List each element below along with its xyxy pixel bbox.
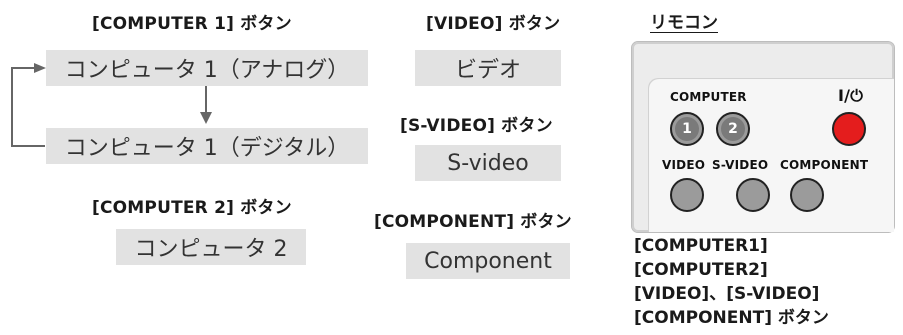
computer2-header: [COMPUTER 2] ボタン xyxy=(92,198,292,218)
remote-button-labels: [COMPUTER1] [COMPUTER2] [VIDEO]、[S-VIDEO… xyxy=(634,234,829,330)
svideo-box: S-video xyxy=(415,145,561,181)
down-arrowhead xyxy=(200,112,212,124)
component-label: COMPONENT xyxy=(780,158,869,172)
computer1-header: [COMPUTER 1] ボタン xyxy=(92,14,292,34)
label-line-2: [COMPUTER2] xyxy=(634,260,768,280)
label-line-3: [VIDEO]、[S-VIDEO] xyxy=(634,284,820,304)
analog-box: コンピュータ 1（アナログ） xyxy=(46,50,368,86)
computer2-box: コンピュータ 2 xyxy=(116,229,306,265)
power-button[interactable] xyxy=(832,112,866,146)
computer1-number: 1 xyxy=(675,117,699,141)
label-line-4: [COMPONENT] ボタン xyxy=(634,308,829,328)
svideo-header: [S-VIDEO] ボタン xyxy=(400,116,553,136)
component-header: [COMPONENT] ボタン xyxy=(374,212,572,232)
svideo-button[interactable] xyxy=(736,178,770,212)
remote-panel: COMPUTER I/⏻ 1 2 VIDEO S-VIDEO COMPONENT xyxy=(648,78,894,232)
video-button[interactable] xyxy=(670,178,704,212)
digital-box: コンピュータ 1（デジタル） xyxy=(46,128,368,164)
computer2-number: 2 xyxy=(721,117,745,141)
video-header: [VIDEO] ボタン xyxy=(426,14,561,34)
component-box: Component xyxy=(406,243,570,279)
computer-label: COMPUTER xyxy=(670,90,747,104)
svideo-label: S-VIDEO xyxy=(712,158,769,172)
component-button[interactable] xyxy=(790,178,824,212)
loop-line xyxy=(11,67,45,147)
remote-title: リモコン xyxy=(650,13,718,33)
video-label: VIDEO xyxy=(662,158,706,172)
label-line-1: [COMPUTER1] xyxy=(634,236,768,256)
video-box: ビデオ xyxy=(415,50,561,86)
computer2-button[interactable]: 2 xyxy=(716,112,750,146)
computer1-button[interactable]: 1 xyxy=(670,112,704,146)
remote-control-image: COMPUTER I/⏻ 1 2 VIDEO S-VIDEO COMPONENT xyxy=(632,42,894,232)
loop-arrowhead xyxy=(34,63,46,73)
power-label: I/⏻ xyxy=(838,86,864,105)
